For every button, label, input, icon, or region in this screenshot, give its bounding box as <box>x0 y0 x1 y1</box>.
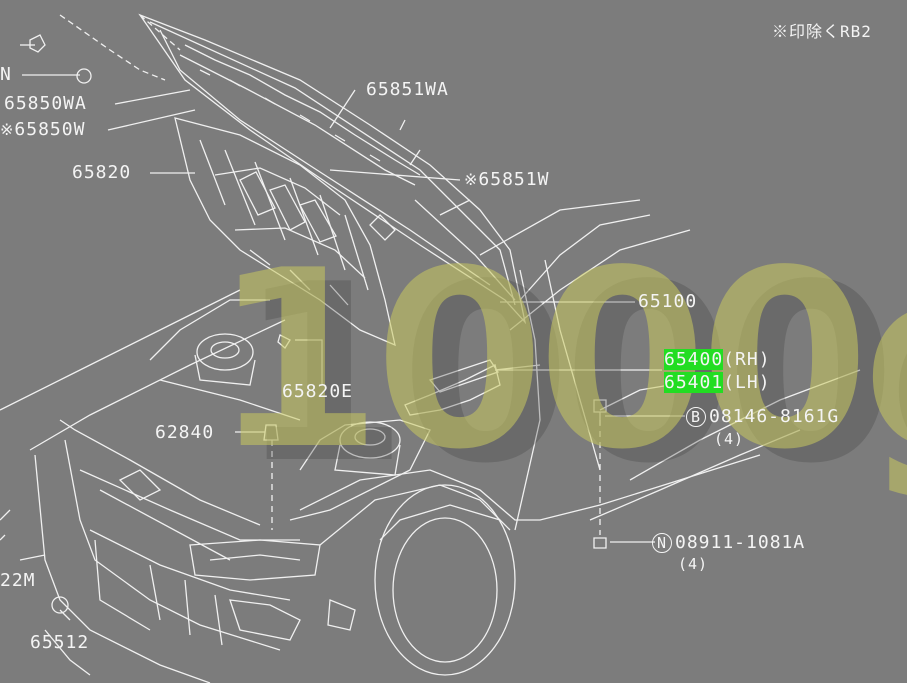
nut-circle-mark: N <box>652 533 672 553</box>
strut-tower-left <box>196 333 254 371</box>
watermark-shadow: 1000g <box>238 232 907 517</box>
strut-tower-right <box>339 421 401 459</box>
part-label-65100: 65100 <box>638 291 698 312</box>
asterisk-mark: ※ <box>464 170 479 189</box>
part-label-65850wa: 65850WA <box>4 93 87 114</box>
hood-outline <box>138 13 527 325</box>
front-fender <box>299 454 761 521</box>
part-qty-nut: (4) <box>678 555 709 573</box>
part-label-65512: 65512 <box>30 632 90 653</box>
part-label-65820: 65820 <box>72 162 132 183</box>
part-label-n: N <box>0 64 12 85</box>
hood-stay-rod <box>414 199 516 301</box>
hood-bumper-clip <box>29 34 46 53</box>
seal-strip <box>184 44 421 176</box>
part-label-65850w: ※65850W <box>0 119 86 140</box>
part-label-62840: 62840 <box>155 422 215 443</box>
hood-insulator <box>174 117 396 347</box>
hood-hinge <box>404 364 501 416</box>
part-label-65851wa: 65851WA <box>366 79 449 100</box>
part-number-highlight: 65401 <box>664 372 724 393</box>
asterisk-mark: ※ <box>0 120 15 139</box>
front-wheel <box>374 484 516 676</box>
hood-front-dashed <box>59 14 166 81</box>
windshield <box>479 199 641 256</box>
part-label-65820e: 65820E <box>282 381 354 402</box>
clip-grommet <box>76 68 92 84</box>
part-label-65400: 65400(RH) <box>664 349 771 370</box>
part-label-65401: 65401(LH) <box>664 372 771 393</box>
part-label-22m: 22M <box>0 570 36 591</box>
car-body <box>0 289 241 411</box>
header-note: ※印除くRB2 <box>772 22 872 41</box>
part-qty-bolt: (4) <box>714 430 745 448</box>
part-number-highlight: 65400 <box>664 349 724 370</box>
part-label-65851w: ※65851W <box>464 169 550 190</box>
hood-inner-edge <box>149 21 516 306</box>
watermark: 1000g <box>212 218 907 503</box>
bolt-circle-mark: B <box>686 407 706 427</box>
